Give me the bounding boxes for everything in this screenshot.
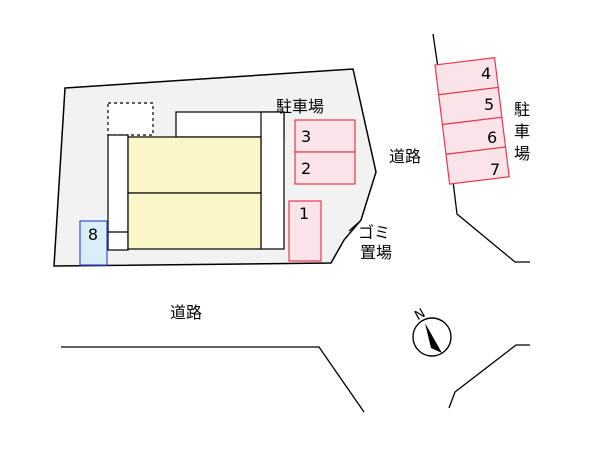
parking-space-3-number: 3 [301,127,311,146]
dashed-storage-box [107,102,154,136]
parking-space-7 [445,146,510,185]
building-outline [107,134,129,251]
parking-main-label: 駐車場 [276,97,324,116]
building-balcony [260,111,285,250]
road-lower-right-edge [448,344,530,409]
parking-space-3 [294,119,356,153]
parking-side-label-2: 車 [514,122,530,141]
garbage-label-line1: ゴミ [358,223,390,242]
bike-space [79,220,108,266]
parking-space-4-number: 4 [481,64,491,83]
parking-space-2-number: 2 [301,159,311,178]
parking-side-label-1: 駐 [514,100,530,119]
garbage-label-line2: 置場 [360,243,392,262]
garbage-pointer [348,222,359,232]
road-lower-label: 道路 [170,303,202,322]
parking-space-1-number: 1 [299,204,309,223]
parking-space-6-number: 6 [487,128,497,147]
road-lower-edge [61,346,365,413]
parking-side-label-3: 場 [514,144,530,163]
building [107,111,285,251]
compass-needle [425,323,442,353]
compass: N [412,306,452,357]
building-unit-lower [127,192,262,250]
road-upper-label: 道路 [389,147,421,166]
parking-main-area: 3 2 1 [288,119,356,262]
parking-space-1 [288,200,322,262]
parking-side-area [434,57,510,185]
building-unit-upper [127,136,262,194]
bike-space-number: 8 [88,225,98,244]
parking-space-5-number: 5 [484,95,494,114]
parking-space-2 [294,151,356,185]
parking-space-7-number: 7 [490,160,500,179]
